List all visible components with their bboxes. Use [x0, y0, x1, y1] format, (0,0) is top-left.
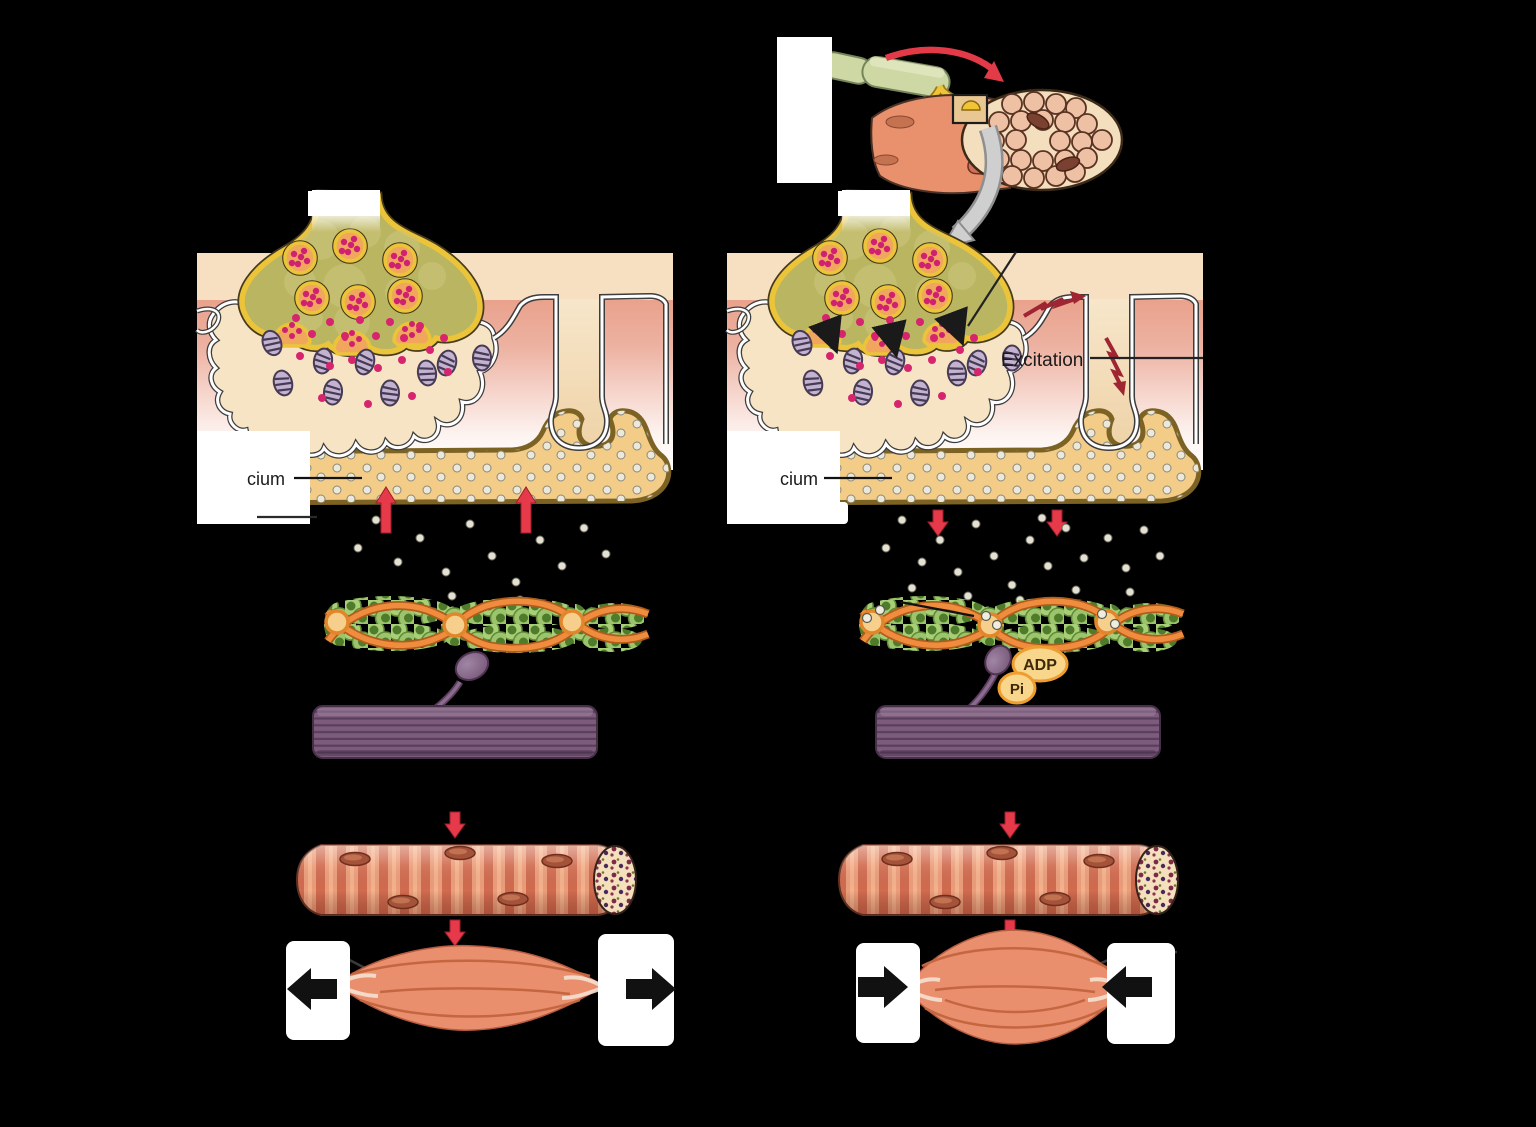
right-excitation-overlays: Excitation cium: [780, 251, 1203, 605]
calcium-binding-leader-line: [899, 600, 975, 618]
bound-calcium-dots: [861, 604, 1121, 631]
motor-neuron-label-box: [777, 37, 832, 183]
left-calcium-dots-scattered: [353, 515, 611, 605]
right-calcium-label-fragment: cium: [780, 469, 818, 489]
adp-badge: [1011, 645, 1069, 683]
motor-neuron-muscle-inset: [777, 37, 1124, 250]
left-relaxed-muscle-section: [286, 934, 676, 1046]
adp-label: ADP: [1023, 657, 1057, 674]
left-section-arrow-2: [444, 919, 466, 947]
left-myosin-filament: [312, 705, 598, 759]
right-calcium-arrow-2: [1046, 509, 1068, 537]
left-section-arrow-1: [444, 811, 466, 839]
left-inward-arrow-icon: [858, 966, 908, 1008]
pi-label: Pi: [1010, 681, 1024, 698]
action-potential-arrow: [884, 46, 1004, 82]
right-inward-arrow-icon: [1102, 966, 1152, 1008]
right-myosin-head-attached: [984, 644, 1012, 676]
excitation-label: Excitation: [1001, 350, 1083, 371]
left-muscle-fiber: [297, 845, 636, 915]
pi-badge: [997, 671, 1037, 705]
excitation-bolt-horizontal: [1022, 291, 1086, 318]
right-muscle-fiber: [839, 845, 1178, 915]
right-section-arrow-1: [999, 811, 1021, 839]
nmj-inset-zoom-box: [951, 93, 989, 125]
right-hidden-label-patch: [783, 502, 848, 524]
right-calcium-dots-scattered: [881, 513, 1165, 605]
left-calcium-stores: cium: [247, 469, 611, 605]
right-calcium-arrow-1: [927, 509, 949, 537]
left-myosin-head-detached: [433, 651, 490, 711]
ach-release-arrows: [808, 306, 968, 359]
right-contracted-muscle-section: [856, 929, 1178, 1045]
synaptic-cleft-leader-line: [967, 251, 1017, 327]
right-crossbridge: ADP Pi: [861, 600, 1121, 713]
left-outward-arrow-icon: [287, 968, 337, 1010]
right-outward-arrow-icon: [626, 968, 676, 1010]
relaxed-muscle-striations: [351, 959, 591, 1018]
left-actin-filament: [324, 596, 648, 653]
myelinated-axon: [819, 51, 951, 99]
contracted-muscle-striations: [921, 947, 1109, 1029]
excitation-bolt-vertical: [1104, 337, 1126, 396]
muscle-fiber-bundle: [870, 88, 1124, 195]
left-calcium-label-fragment: cium: [247, 469, 285, 489]
right-myosin-filament: [875, 705, 1161, 759]
